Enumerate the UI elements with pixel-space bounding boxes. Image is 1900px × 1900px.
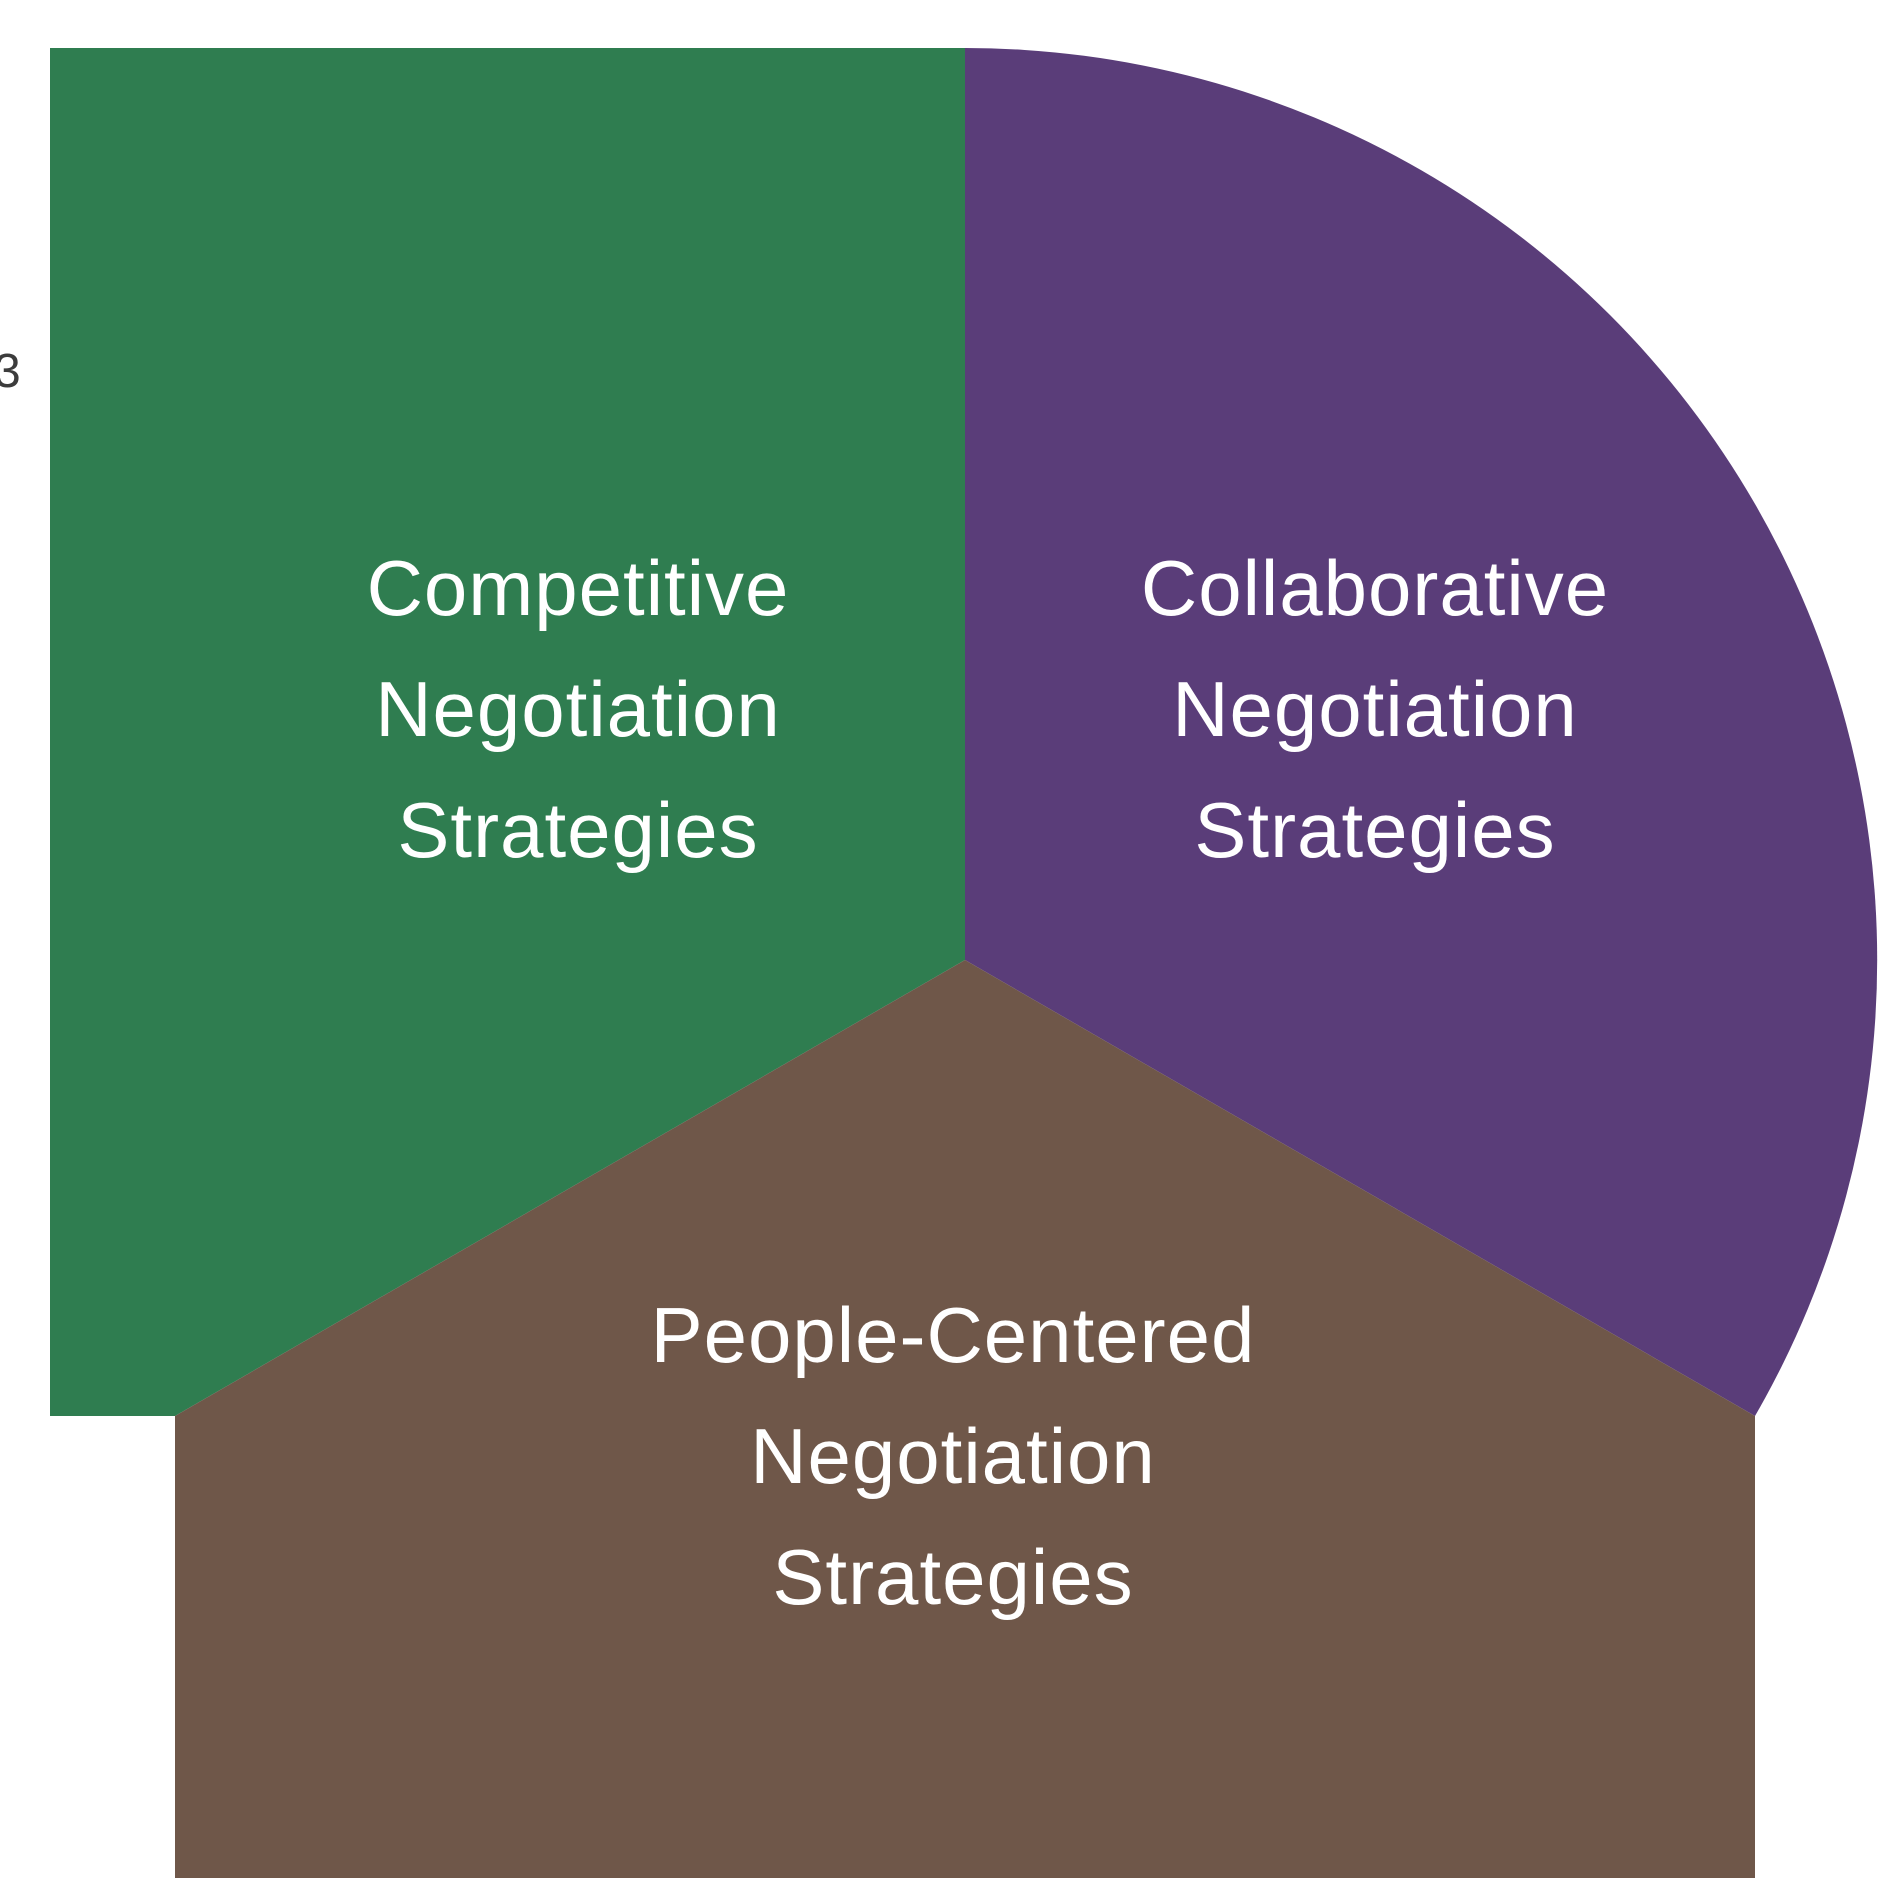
label-collaborative-negotiation-strategies: Collaborative Negotiation Strategies xyxy=(1140,544,1610,874)
sector-people-centered xyxy=(175,960,1755,1878)
label-competitive-negotiation-strategies: Competitive Negotiation Strategies xyxy=(366,544,790,874)
sector-collaborative xyxy=(965,47,1878,1416)
page-number: 3 xyxy=(0,345,21,398)
sector-competitive xyxy=(50,48,965,1416)
label-people-centered-negotiation-strategies: People-Centered Negotiation Strategies xyxy=(650,1291,1256,1621)
